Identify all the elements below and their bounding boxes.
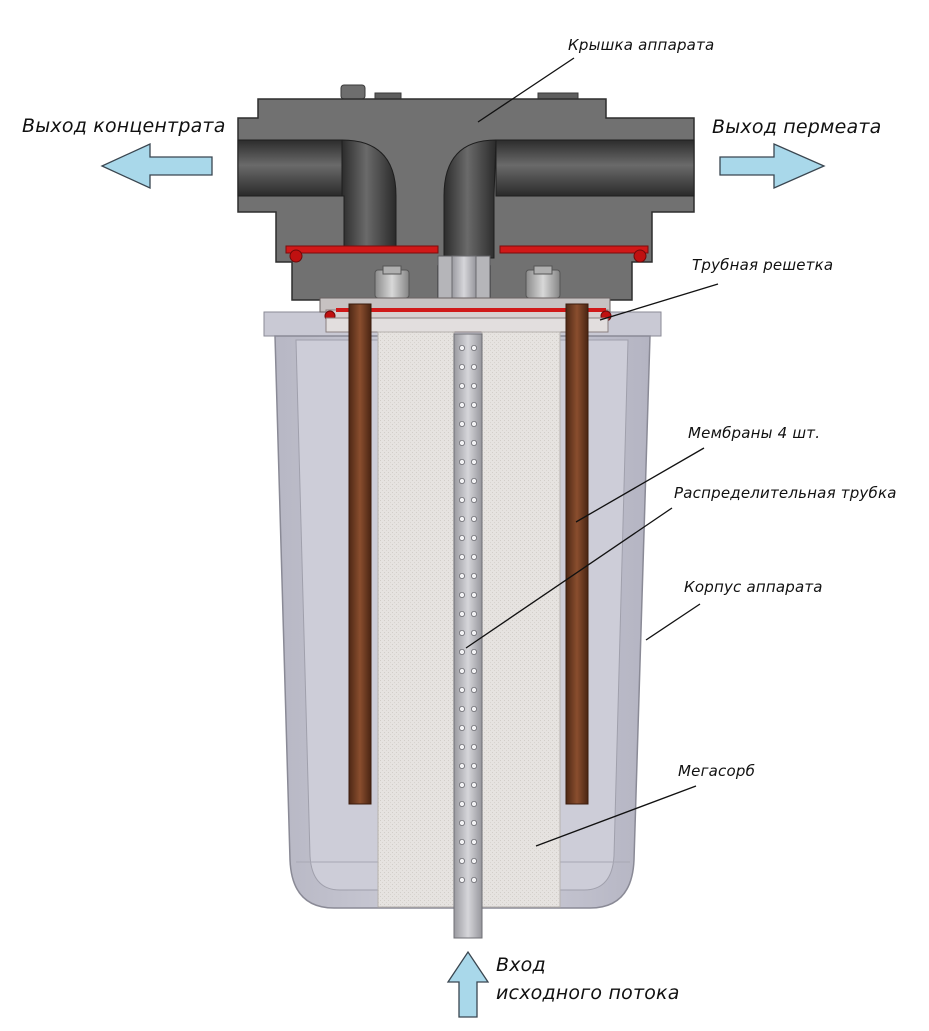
tube-hole (470, 382, 477, 389)
tube-hole (470, 744, 477, 751)
tube-hole (470, 458, 477, 465)
tube-hole (470, 858, 477, 865)
tube-hole (458, 344, 465, 351)
tube-hole (470, 687, 477, 694)
label-lid: Крышка аппарата (568, 36, 715, 54)
label-distribution-tube: Распределительная трубка (674, 484, 897, 502)
tube-hole (458, 611, 465, 618)
tube-hole (458, 363, 465, 370)
tube-hole (470, 725, 477, 732)
arrow-inlet (446, 950, 490, 1018)
tube-hole (458, 420, 465, 427)
tube-hole (470, 535, 477, 542)
label-inlet-line2: исходного потока (496, 982, 680, 1004)
label-inlet-line1: Вход (496, 954, 546, 976)
tube-hole (458, 801, 465, 808)
tube-hole (470, 763, 477, 770)
tube-hole (470, 782, 477, 789)
tube-hole (458, 649, 465, 656)
label-permeate-out: Выход пермеата (712, 116, 882, 138)
tube-hole (470, 611, 477, 618)
tube-hole (458, 477, 465, 484)
tube-hole (470, 668, 477, 675)
tube-hole (470, 820, 477, 827)
tube-hole (458, 496, 465, 503)
tube-hole (458, 573, 465, 580)
label-concentrate-out: Выход концентрата (22, 115, 226, 137)
tube-hole (458, 668, 465, 675)
tube-hole (458, 516, 465, 523)
center-fitting (437, 255, 491, 303)
tube-hole (470, 877, 477, 884)
tube-hole (470, 554, 477, 561)
label-membranes: Мембраны 4 шт. (688, 424, 821, 442)
tube-hole (458, 554, 465, 561)
tube-hole (458, 839, 465, 846)
tube-hole (470, 420, 477, 427)
label-tube-sheet: Трубная решетка (692, 256, 834, 274)
tube-hole (458, 706, 465, 713)
tube-hole (458, 382, 465, 389)
tube-hole (458, 744, 465, 751)
label-housing: Корпус аппарата (684, 578, 823, 596)
tube-hole (470, 592, 477, 599)
arrow-concentrate-out (100, 142, 213, 190)
megasorb-media (377, 331, 561, 908)
tube-hole (470, 801, 477, 808)
tube-hole (470, 401, 477, 408)
tube-hole (470, 630, 477, 637)
tube-hole (458, 782, 465, 789)
tube-hole (458, 725, 465, 732)
tube-hole (458, 877, 465, 884)
membranes (348, 303, 589, 805)
tube-hole (470, 363, 477, 370)
tube-hole (458, 763, 465, 770)
tube-hole (470, 706, 477, 713)
tube-hole (458, 458, 465, 465)
arrow-permeate-out (719, 143, 826, 189)
tube-hole (458, 820, 465, 827)
tube-hole (458, 630, 465, 637)
distribution-tube (453, 333, 483, 939)
tube-hole (458, 687, 465, 694)
leader-lines (465, 57, 719, 847)
tube-hole (470, 344, 477, 351)
label-megasorb: Мегасорб (678, 762, 756, 780)
tube-hole (470, 477, 477, 484)
tube-holes (458, 344, 477, 884)
tube-hole (470, 573, 477, 580)
tube-hole (470, 649, 477, 656)
tube-sheet (319, 297, 612, 333)
tube-hole (458, 858, 465, 865)
tube-hole (458, 439, 465, 446)
bolts (374, 265, 561, 299)
tube-hole (470, 516, 477, 523)
seals (285, 245, 649, 263)
tube-hole (470, 496, 477, 503)
outlet-pipes (237, 139, 695, 259)
tube-hole (470, 439, 477, 446)
tube-hole (458, 535, 465, 542)
tube-hole (458, 592, 465, 599)
tube-hole (458, 401, 465, 408)
tube-hole (470, 839, 477, 846)
